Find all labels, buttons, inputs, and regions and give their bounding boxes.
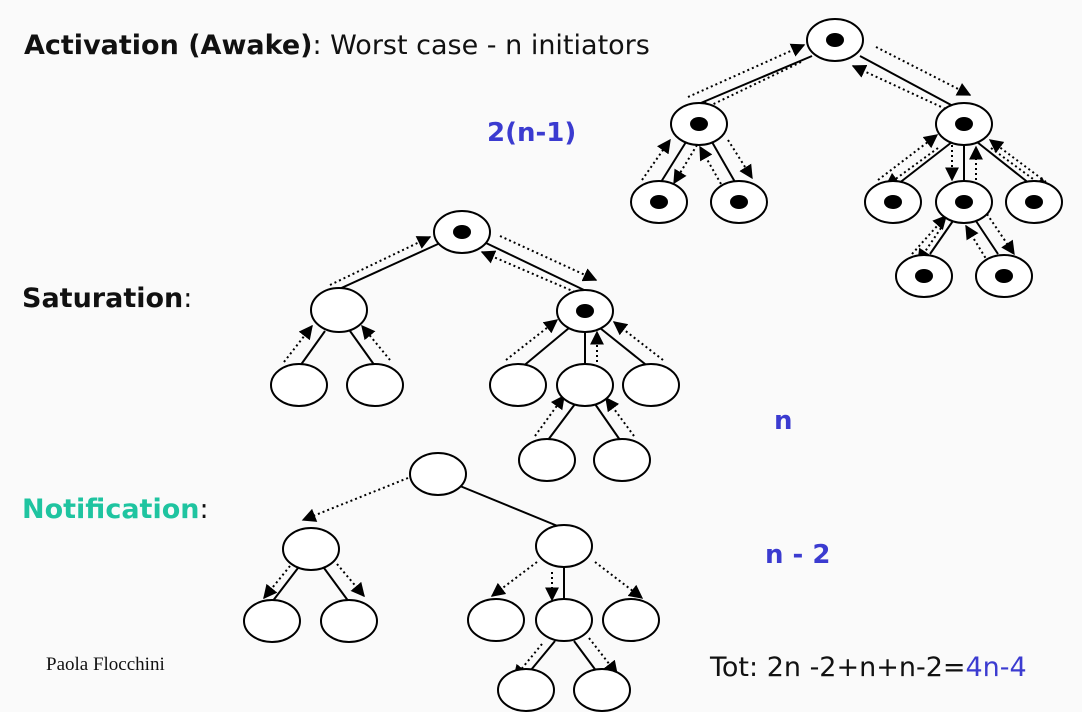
notification-label: Notification [22,494,200,525]
saturation-tree [270,210,680,482]
saturation-heading: Saturation: [22,283,192,314]
notification-heading: Notification: [22,494,209,525]
activation-label: Activation (Awake) [24,30,313,61]
notification-count: n - 2 [765,540,831,570]
activation-count: 2(n-1) [487,118,577,148]
activation-heading: Activation (Awake): Worst case - n initi… [24,30,650,61]
notification-tree [243,452,660,712]
notification-colon: : [199,494,209,525]
saturation-colon: : [183,283,193,314]
saturation-label: Saturation [22,283,184,314]
total-formula: Tot: 2n -2+n+n-2=4n-4 [710,652,1027,683]
total-prefix: Tot: 2n -2+n+n-2= [710,652,966,683]
activation-description: : Worst case - n initiators [312,30,650,61]
activation-tree [630,18,1063,298]
saturation-count: n [774,406,793,436]
author-credit: Paola Flocchini [46,654,165,675]
total-result: 4n-4 [965,652,1027,683]
